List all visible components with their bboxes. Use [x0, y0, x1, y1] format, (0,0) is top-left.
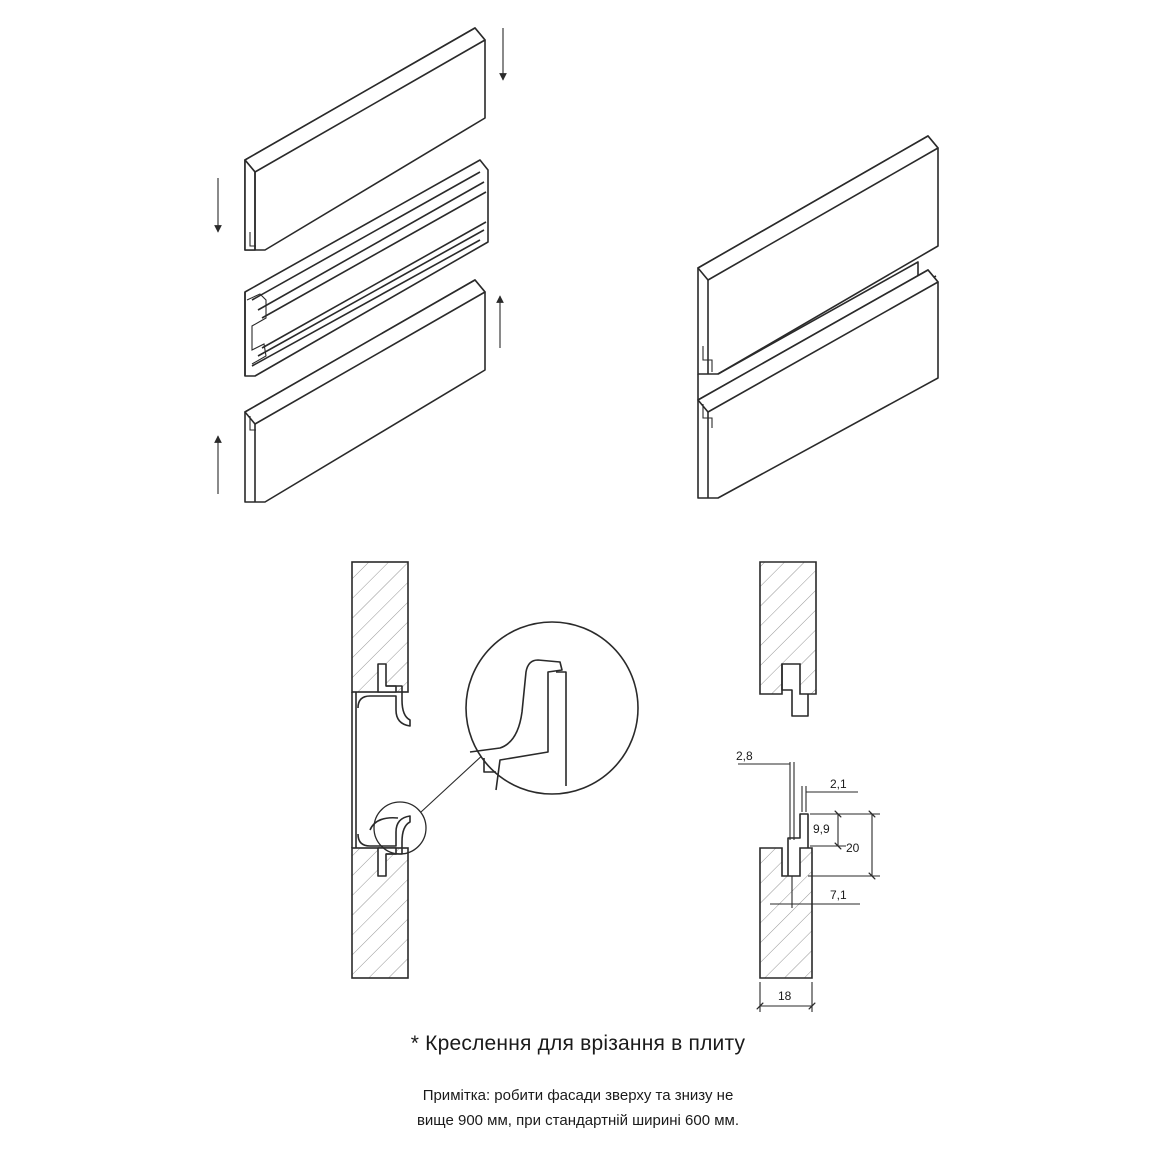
cutout-bottom-panel: [759, 847, 813, 979]
dim-offset: 7,1: [830, 888, 847, 902]
caption-note-line2: вище 900 мм, при стандартній ширині 600 …: [416, 1112, 740, 1129]
assembled-bottom-panel: [697, 269, 939, 499]
exploded-profile: [244, 159, 489, 377]
dim-groove-width: 2,8: [736, 749, 753, 763]
caption-title: * Креслення для врізання в плиту: [410, 1032, 746, 1055]
exploded-top-panel: [244, 27, 486, 251]
exploded-bottom-panel: [244, 279, 486, 503]
detail-leader: [420, 751, 487, 813]
assembled-view: [697, 135, 939, 499]
cutout-top-panel: [759, 561, 817, 695]
section-view: [351, 561, 639, 979]
cutout-drawing: 2,8 2,1 9,9 20 7,1 18: [736, 561, 880, 1012]
detail-callout-small: [373, 801, 427, 855]
exploded-view: [214, 27, 507, 503]
detail-enlarged: [465, 621, 639, 795]
section-profile: [351, 685, 411, 855]
dim-groove-depth: 20: [846, 841, 860, 855]
dim-panel-thickness: 18: [778, 989, 792, 1003]
dim-lip-height: 9,9: [813, 822, 830, 836]
caption-note-line1: Примітка: робити фасади зверху та знизу …: [422, 1087, 734, 1104]
dim-flange-thickness: 2,1: [830, 777, 847, 791]
